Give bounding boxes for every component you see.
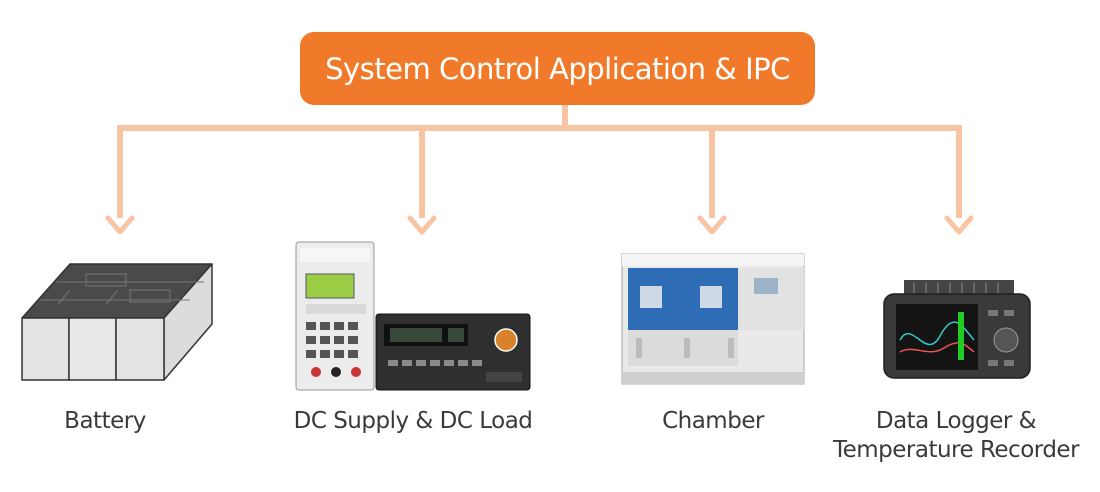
arrowhead-logger (944, 215, 974, 235)
data-logger-label: Data Logger & Temperature Recorder (822, 407, 1090, 465)
chamber-label: Chamber (662, 408, 764, 434)
data-logger-image (883, 280, 1031, 379)
dc-supply-image (295, 241, 375, 391)
dc-load-image (375, 313, 531, 391)
chamber-image (621, 253, 805, 385)
system-control-title: System Control Application & IPC (325, 51, 790, 86)
data-logger-label-line-2: Temperature Recorder (832, 437, 1080, 463)
arrowhead-dc (407, 215, 437, 235)
battery-image (21, 263, 213, 381)
battery-label: Battery (64, 408, 146, 434)
dc-supply-load-label: DC Supply & DC Load (293, 408, 533, 434)
arrowhead-battery (105, 215, 135, 235)
system-control-box: System Control Application & IPC (300, 32, 815, 105)
arrowhead-chamber (697, 215, 727, 235)
data-logger-label-line-1: Data Logger & (875, 408, 1037, 434)
